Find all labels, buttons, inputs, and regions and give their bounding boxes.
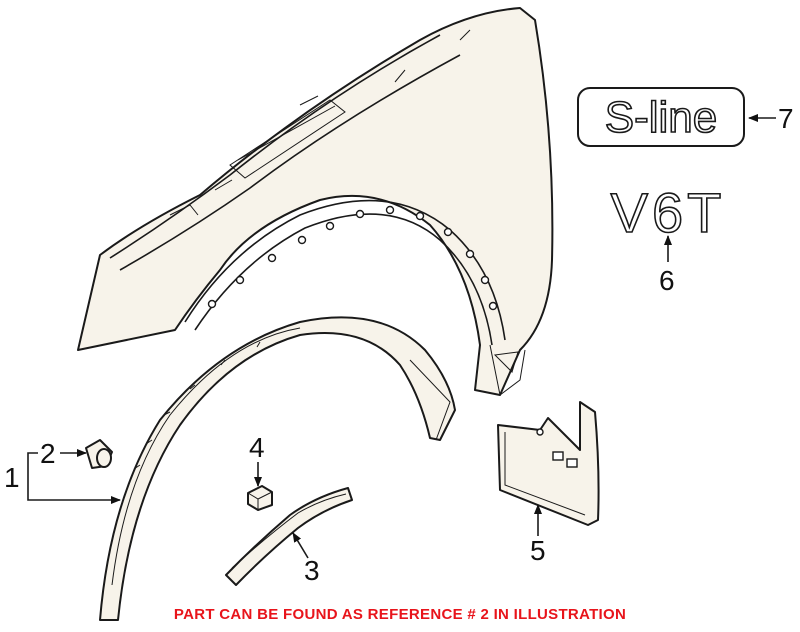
callout-5: 5 [530, 535, 546, 566]
callout-7: 7 [778, 103, 794, 134]
wheel-arch-molding [99, 316, 456, 621]
callout-6: 6 [659, 265, 675, 296]
callout-2: 2 [40, 438, 56, 469]
trim-strip [225, 487, 353, 586]
s-line-badge: S-line [577, 87, 745, 147]
reference-note: PART CAN BE FOUND AS REFERENCE # 2 IN IL… [173, 606, 627, 623]
retainer-clip [85, 439, 113, 469]
callout-3: 3 [304, 555, 320, 586]
front-fender [77, 7, 554, 396]
mounting-bracket [247, 485, 273, 511]
callout-1: 1 [4, 462, 20, 493]
s-line-badge-text: S-line [605, 93, 718, 142]
leader-lines [27, 114, 776, 559]
callout-4: 4 [249, 432, 265, 463]
mud-flap [497, 401, 600, 526]
v6t-badge: V6T [610, 180, 726, 245]
v6t-badge-text: V6T [611, 181, 726, 244]
